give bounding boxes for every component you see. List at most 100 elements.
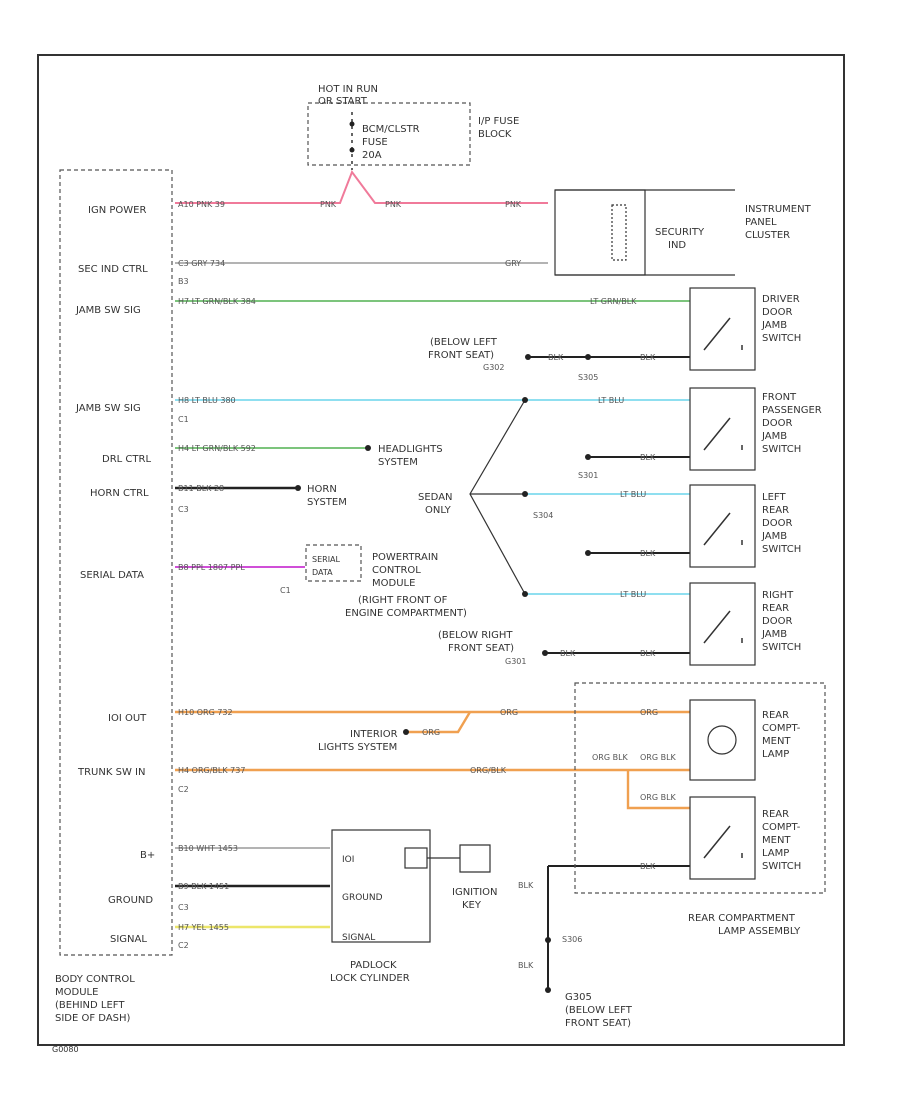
dot-g305 (545, 987, 551, 993)
padlock-1: PADLOCK (350, 960, 397, 971)
driver-label-2: DOOR (762, 307, 792, 318)
dot-sedan-1 (522, 397, 528, 403)
conn-c2: C2 (178, 785, 189, 794)
label-signal: SIGNAL (110, 934, 147, 945)
lr-label-1: LEFT (762, 492, 786, 503)
conn-c1b: C1 (280, 586, 291, 595)
label-horn-ctrl: HORN CTRL (90, 488, 149, 499)
wl-ign2: PNK (320, 200, 337, 209)
switch-labels: DRIVER DOOR JAMB SWITCH FRONT PASSENGER … (761, 294, 822, 872)
wl-blk-rl-sw: BLK (640, 862, 656, 871)
rear-lamp-bulb (707, 725, 737, 755)
horn-2: SYSTEM (307, 497, 347, 508)
fuse-name-2: FUSE (362, 137, 388, 148)
below-left-2: FRONT SEAT) (428, 350, 494, 361)
below-right-1: (BELOW RIGHT (438, 630, 513, 641)
wl-jamb1: H7 LT GRN/BLK 384 (178, 297, 256, 306)
wl-jamb2: H8 LT BLU 380 (178, 396, 236, 405)
wl-io: H10 ORG 732 (178, 708, 233, 717)
bcm-caption-3: (BEHIND LEFT (55, 1000, 125, 1011)
left-rear-switch-box (689, 484, 756, 568)
label-drl-ctrl: DRL CTRL (102, 454, 151, 465)
blk-1: BLK (518, 881, 534, 890)
below-right-2: FRONT SEAT) (448, 643, 514, 654)
pcm-3: MODULE (372, 578, 415, 589)
driver-switch-symbol (703, 317, 743, 351)
headlights-2: SYSTEM (378, 457, 418, 468)
bcm-box (59, 169, 173, 956)
driver-label-1: DRIVER (762, 294, 800, 305)
conn-c3b: C3 (178, 903, 189, 912)
wire-ign-power (175, 169, 548, 204)
ignition-key-2: KEY (462, 900, 482, 911)
dot-horn-arrow (295, 485, 301, 491)
wl-secind: C3 GRY 734 (178, 259, 225, 268)
dot-s305 (585, 354, 591, 360)
g305-2: (BELOW LEFT (565, 1005, 633, 1016)
wl-org-blk-3: ORG BLK (640, 793, 677, 802)
padlock-2: LOCK CYLINDER (330, 973, 410, 984)
ignition-key-1: IGNITION (452, 887, 498, 898)
footer-code: G0080 (52, 1045, 79, 1054)
wl-ign: A10 PNK 39 (178, 200, 225, 209)
rls-label-1: REAR (762, 809, 789, 820)
front-pass-switch-box (689, 387, 756, 471)
pcm-box (305, 544, 362, 582)
driver-switch-box (689, 287, 756, 371)
below-left-1: (BELOW LEFT (430, 337, 498, 348)
dot-drl-arrow (365, 445, 371, 451)
wl-blk-rr: BLK (560, 649, 576, 658)
ipc-title-1: INSTRUMENT (745, 204, 812, 215)
dot-s306 (545, 937, 551, 943)
fuse-name-3: 20A (362, 150, 382, 161)
wl-signal: H7 YEL 1455 (178, 923, 229, 932)
pcm-2: CONTROL (372, 565, 421, 576)
lr-label-4: JAMB (761, 531, 787, 542)
wl-drl: H4 LT GRN/BLK 592 (178, 444, 256, 453)
horn-1: HORN (307, 484, 337, 495)
fuse-block-2: BLOCK (478, 129, 512, 140)
wire-trunk-branch (626, 770, 690, 810)
wl-secind2: GRY (505, 259, 521, 268)
left-rear-switch-symbol (703, 512, 743, 546)
rear-lamp-switch-symbol (703, 825, 743, 859)
conn-c1: C1 (178, 415, 189, 424)
driver-label-4: SWITCH (762, 333, 801, 344)
dot-s301 (585, 454, 591, 460)
pcm-5: ENGINE COMPARTMENT) (345, 608, 467, 619)
wires (175, 169, 690, 990)
wl-blk-fp: BLK (640, 453, 656, 462)
wire-io-branch (408, 711, 472, 734)
g305-3: FRONT SEAT) (565, 1018, 631, 1029)
rr-label-2: REAR (762, 603, 789, 614)
conn-c3: C3 (178, 505, 189, 514)
wl-ign3: PNK (385, 200, 402, 209)
dot-s304 (585, 550, 591, 556)
switch-boxes (574, 287, 826, 894)
key-slot (404, 847, 428, 869)
s306: S306 (562, 935, 582, 944)
label-secind-ctrl: SEC IND CTRL (78, 264, 148, 275)
wl-org-blk-2: ORG BLK (640, 753, 677, 762)
rl-label-4: LAMP (762, 749, 789, 760)
fp-label-3: DOOR (762, 418, 792, 429)
bcm-caption-2: MODULE (55, 987, 98, 998)
wl-trunk2: ORG/BLK (470, 766, 507, 775)
wl-jamb2r: LT BLU (598, 396, 624, 405)
front-pass-switch-symbol (703, 417, 743, 451)
wl-serial: B8 PPL 1807 PPL (178, 563, 245, 572)
wl-blk-driver: BLK (548, 353, 564, 362)
rr-label-3: DOOR (762, 616, 792, 627)
g302: G302 (483, 363, 504, 372)
rl-label-3: MENT (762, 736, 791, 747)
serial-box-2: DATA (312, 568, 333, 577)
dot-g301 (542, 650, 548, 656)
wl-horn: B11 BLK 28 (178, 484, 224, 493)
s304: S304 (533, 511, 553, 520)
fuse-name-1: BCM/CLSTR (362, 124, 420, 135)
wl-blk-driver2: BLK (640, 353, 656, 362)
fp-label-2: PASSENGER (762, 405, 822, 416)
driver-label-3: JAMB (761, 320, 787, 331)
blk-2: BLK (518, 961, 534, 970)
rr-label-4: JAMB (761, 629, 787, 640)
